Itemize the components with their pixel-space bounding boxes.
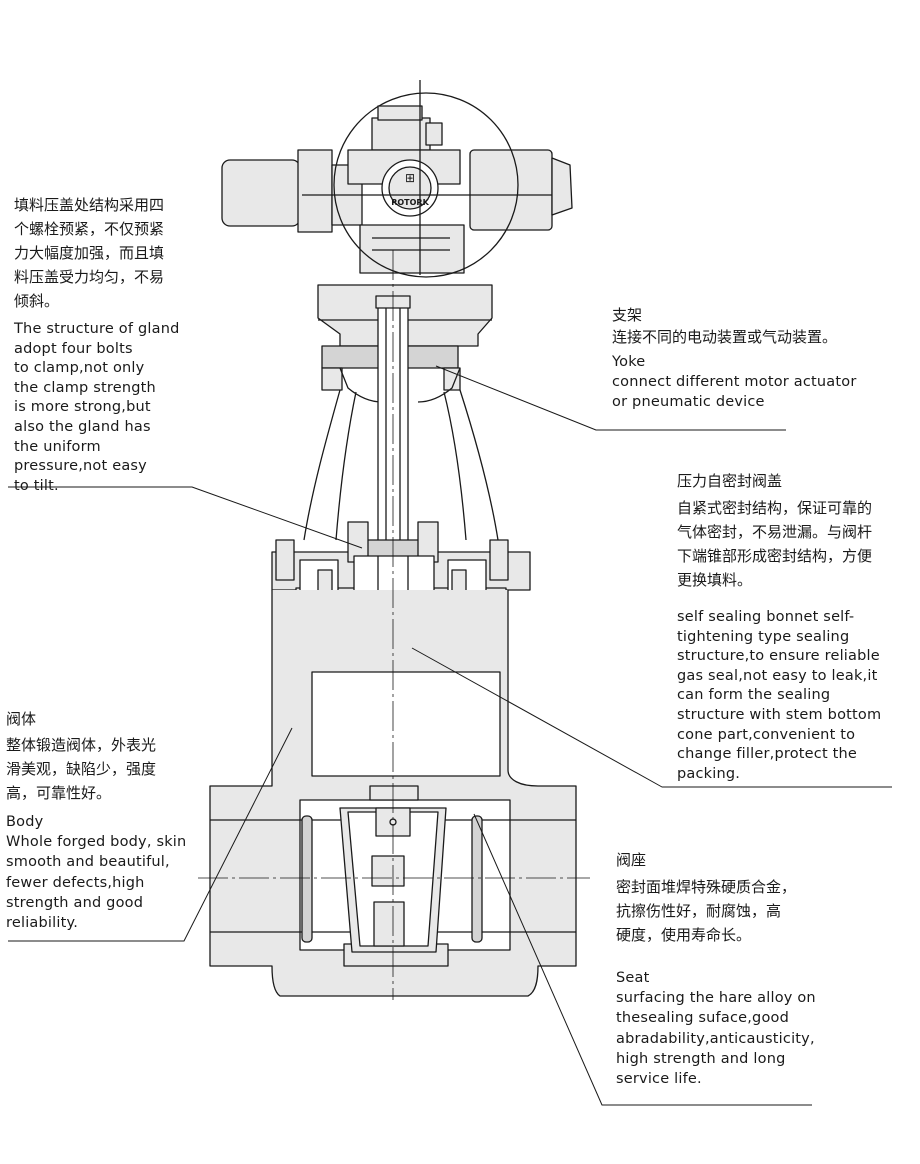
- yoke-cn-title: 支架: [612, 306, 643, 324]
- packing-gland-en: The structure of gland adopt four bolts …: [14, 321, 180, 494]
- seat-en-title: Seat: [616, 970, 650, 986]
- actuator-nameplate-symbol: ⊞: [405, 171, 415, 185]
- yoke-en-title: Yoke: [612, 354, 646, 370]
- electric-actuator: [221, 80, 573, 278]
- bonnet-en: self sealing bonnet self- tightening typ…: [677, 609, 882, 782]
- bonnet-cn-desc: 自紧式密封结构，保证可靠的 气体密封，不易泄漏。与阀杆 下端锥部形成密封结构，方…: [677, 499, 873, 589]
- bonnet-cn-title: 压力自密封阀盖: [677, 472, 783, 490]
- body-en-desc: Whole forged body, skin smooth and beaut…: [6, 834, 187, 932]
- body-cn-desc: 整体锻造阀体，外表光 滑美观，缺陷少，强度 高，可靠性好。: [6, 736, 157, 802]
- packing-gland-cn: 填料压盖处结构采用四 个螺栓预紧，不仅预紧 力大幅度加强，而且填 料压盖受力均匀…: [14, 196, 165, 310]
- seat-cn-desc: 密封面堆焊特殊硬质合金， 抗擦伤性好，耐腐蚀，高 硬度，使用寿命长。: [616, 878, 797, 944]
- leader-lines: [8, 365, 892, 1106]
- leader-packing-gland: [8, 486, 363, 549]
- yoke-cn-desc: 连接不同的电动装置或气动装置。: [612, 328, 838, 346]
- yoke-en-desc: connect different motor actuator or pneu…: [612, 374, 857, 411]
- leader-body: [8, 727, 293, 942]
- leader-bonnet: [411, 647, 892, 788]
- leader-seat: [473, 813, 812, 1106]
- body-cn-title: 阀体: [6, 710, 37, 728]
- actuator-nameplate-label: ROTORK: [391, 198, 429, 207]
- body-en-title: Body: [6, 814, 44, 830]
- center-lines: [198, 250, 590, 1000]
- seat-en-desc: surfacing the hare alloy on thesealing s…: [616, 990, 816, 1088]
- leader-yoke: [435, 365, 786, 431]
- seat-cn-title: 阀座: [616, 851, 647, 869]
